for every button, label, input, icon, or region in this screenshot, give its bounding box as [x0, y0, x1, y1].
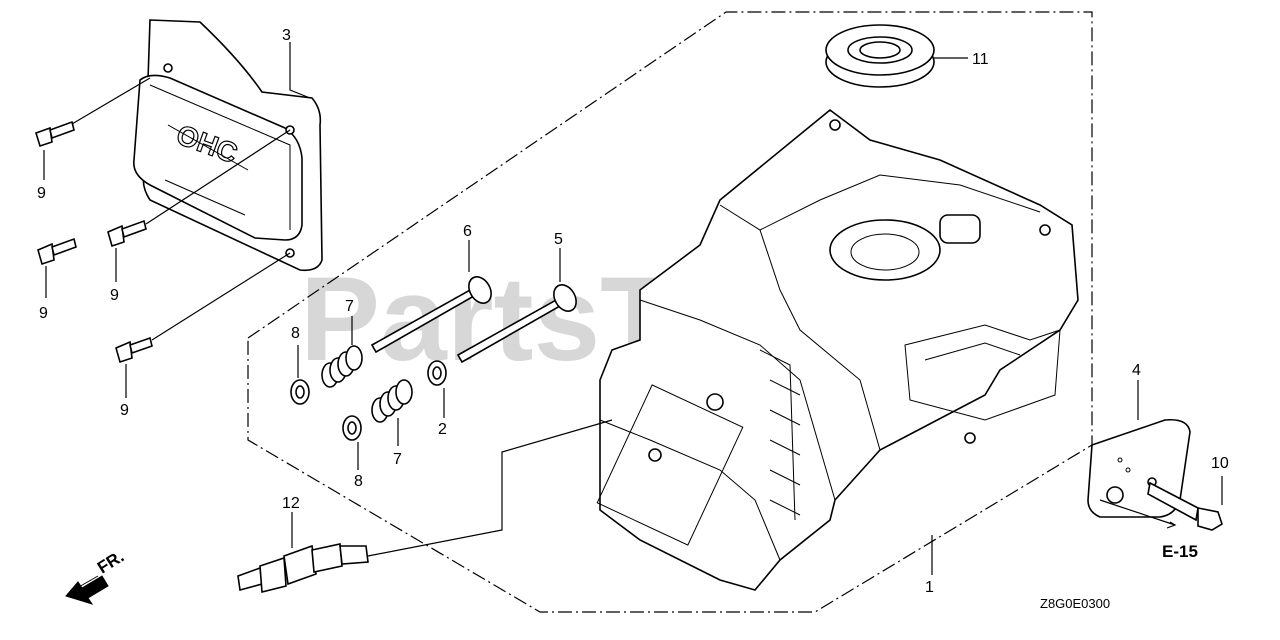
label-part-9b: 9	[39, 305, 48, 322]
cylinder-head-cover[interactable]: OHC	[133, 19, 323, 272]
exhaust-valve[interactable]	[456, 281, 581, 364]
label-part-3: 3	[282, 27, 291, 44]
label-part-8b: 8	[354, 473, 363, 490]
spark-plug[interactable]	[237, 543, 369, 594]
label-part-2: 2	[438, 421, 447, 438]
reference-label: E-15	[1162, 542, 1198, 561]
bolt-9d[interactable]	[115, 336, 153, 364]
label-part-4: 4	[1132, 362, 1141, 379]
front-label: FR.	[94, 547, 127, 578]
front-direction-arrow	[65, 575, 109, 605]
label-part-8a: 8	[291, 325, 300, 342]
label-part-7b: 7	[393, 451, 402, 468]
label-part-11: 11	[972, 51, 989, 68]
leader-9c-cover	[145, 129, 291, 225]
label-part-5: 5	[554, 231, 563, 248]
label-part-1: 1	[925, 579, 934, 596]
label-part-12: 12	[282, 495, 300, 512]
label-part-10: 10	[1211, 455, 1229, 472]
valve-spring-b[interactable]	[371, 379, 413, 423]
assembly-boundary	[247, 11, 1093, 613]
cylinder-block[interactable]	[596, 108, 1079, 591]
bolt-9b[interactable]	[37, 237, 77, 266]
leader-9a-cover	[71, 77, 151, 125]
label-part-9c: 9	[110, 287, 119, 304]
label-part-9a: 9	[37, 185, 46, 202]
drawing-code: Z8G0E0300	[1040, 596, 1110, 611]
label-part-7a: 7	[345, 298, 354, 315]
oil-seal[interactable]	[825, 24, 935, 88]
label-part-6: 6	[463, 223, 472, 240]
valve-retainer-b[interactable]	[342, 415, 362, 441]
valve-retainer-a[interactable]	[290, 379, 310, 405]
valve-stem-seal[interactable]	[427, 360, 447, 386]
leader-9d-cover	[151, 252, 291, 341]
cover-body	[133, 74, 303, 241]
valve-spring-a[interactable]	[321, 345, 363, 388]
label-part-9d: 9	[120, 402, 129, 419]
bolt-9a[interactable]	[35, 120, 75, 148]
leader-spark-plug	[367, 419, 613, 557]
intake-valve[interactable]	[370, 273, 496, 354]
bolt-10[interactable]	[1147, 481, 1223, 531]
bolt-9c[interactable]	[107, 219, 147, 248]
